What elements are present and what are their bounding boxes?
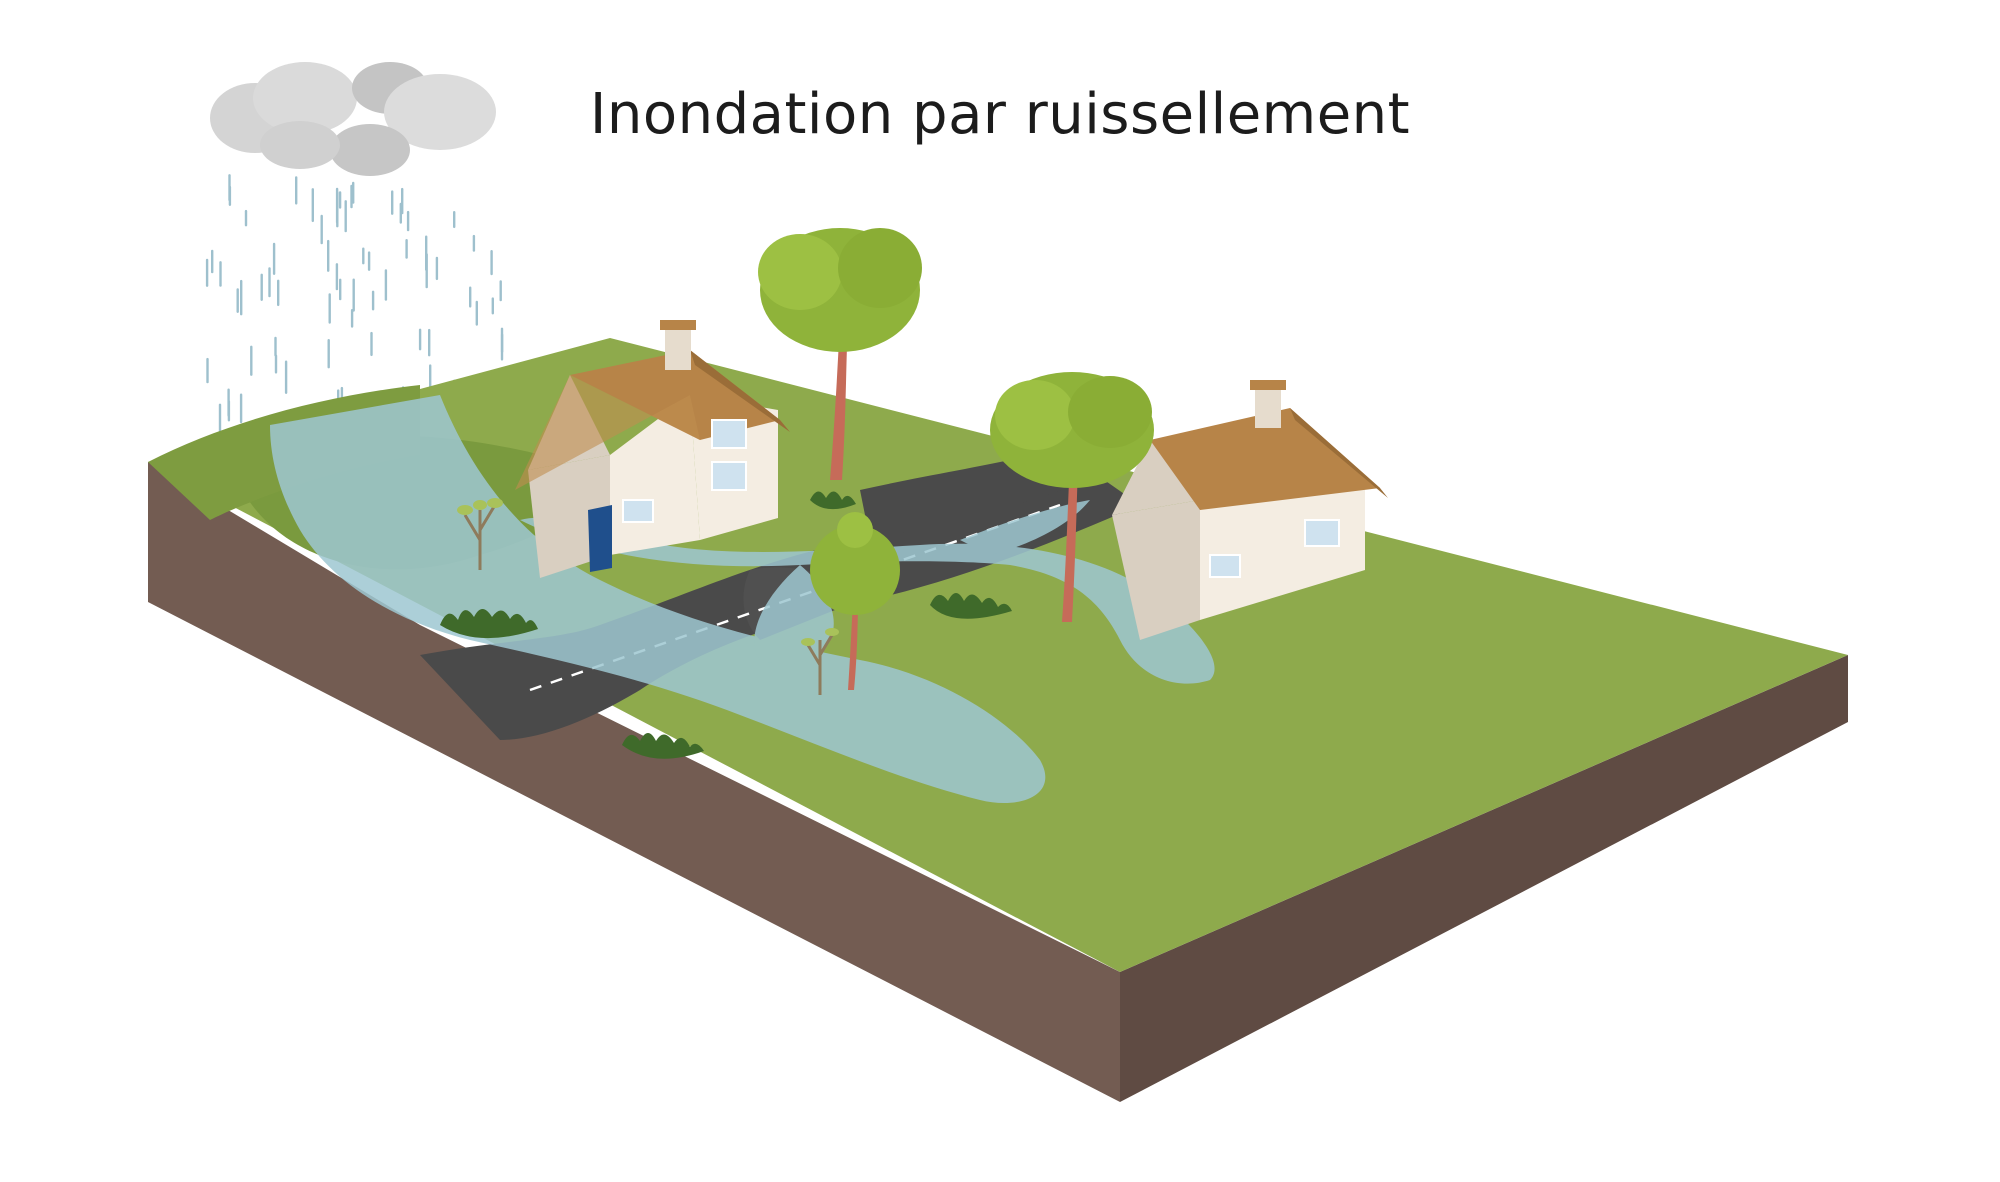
sapling-icon <box>463 504 834 695</box>
tree-icon <box>810 512 900 690</box>
shrubs <box>440 491 1012 759</box>
rain-drops <box>205 174 504 445</box>
house-icon <box>1112 380 1388 640</box>
house-door <box>588 505 612 572</box>
runoff-water <box>270 395 1215 804</box>
tree-icon <box>990 372 1154 622</box>
soil-side-face <box>1120 655 1848 1102</box>
house-icon <box>515 320 790 578</box>
rain-cloud-icon <box>210 62 496 176</box>
tree-icon <box>758 228 922 480</box>
page-title: Inondation par ruissellement <box>589 82 1411 147</box>
soil-front-face <box>148 462 1120 1102</box>
